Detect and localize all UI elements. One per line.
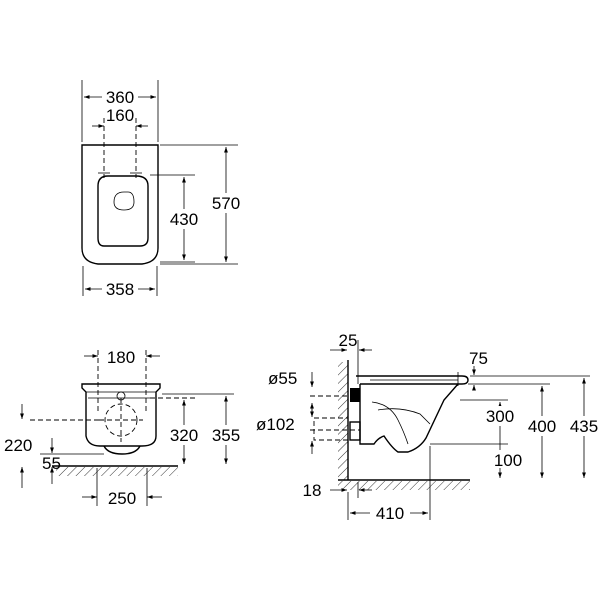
outlet-circle-front [104,403,138,437]
seat-side [356,375,469,385]
dim-rim-height-label: 355 [212,426,240,445]
top-view: 360 160 570 430 358 [81,80,244,299]
dim-fixing-label: 160 [106,106,134,125]
dim-fixing-height-label: 320 [170,426,198,445]
side-view: 25 ø55 ø102 75 435 400 300 100 [256,331,604,523]
dim-rim-length-label: 430 [170,210,198,229]
dim-wall-gap-label: 25 [339,331,358,350]
dim-total-height-label: 435 [570,417,598,436]
dim-seat-height-label: 400 [528,417,556,436]
dim-outlet-to-pan-label: 410 [376,504,404,523]
bowl-profile-side [359,383,459,453]
bowl-outline-front [81,383,161,447]
front-view: 180 250 355 320 220 55 [4,348,246,508]
dim-outlet-offset-label: 55 [42,454,61,473]
dim-total-length-label: 570 [212,194,240,213]
bowl-opening-top [97,175,149,247]
dim-fixing-front-label: 180 [107,348,135,367]
dim-outlet-height-label: 220 [4,436,32,455]
outlet-foot-front [103,445,141,455]
dim-outlet-diam-label: ø102 [256,415,295,434]
dim-pan-height-label: 300 [486,407,514,426]
dim-base-width-label: 250 [108,489,136,508]
outlet-connector [349,421,361,441]
bowl-outlet-top [113,191,135,211]
dim-bottom-width-label: 358 [106,280,134,299]
dim-inlet-diam-label: ø55 [268,369,297,388]
dim-width-label: 360 [106,88,134,107]
bowl-outline-top [81,144,159,265]
dim-wall-offset-label: 18 [303,481,322,500]
dim-seat-setback-label: 75 [469,349,488,368]
dim-bottom-offset-label: 100 [494,451,522,470]
inlet-connector [350,388,360,402]
